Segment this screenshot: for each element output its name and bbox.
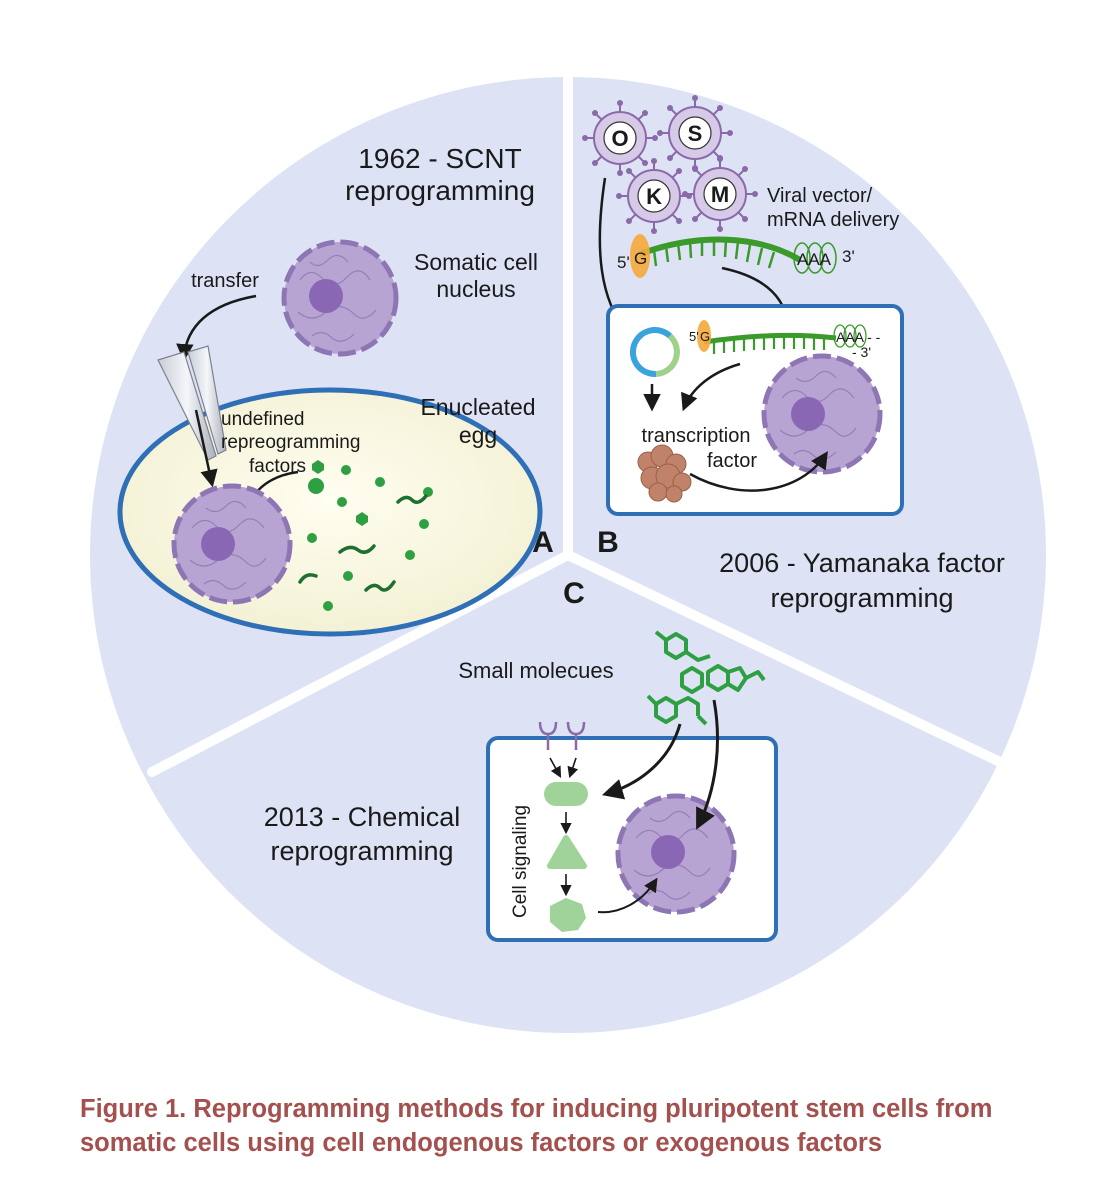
somatic-label-line1: Somatic cell (414, 249, 538, 275)
viral-vector-line1: Viral vector/ (767, 185, 873, 207)
tf-to-nucleus-arrow (689, 451, 828, 492)
signal-to-nucleus-arrow (597, 877, 658, 914)
transferred-nucleus (171, 483, 293, 605)
mrna-translation-arrow (681, 362, 741, 412)
pipette-arrow (194, 409, 218, 488)
molecule-to-nucleus-arrow (696, 699, 719, 830)
receptor-arrow-2 (567, 757, 579, 779)
five-prime-label: 5' (617, 253, 630, 272)
virus-o-label: O (611, 126, 628, 151)
signal-molecule-1 (544, 782, 588, 806)
reprogramming-diagram: 1962 - SCNT reprogramming Somatic cell n… (90, 67, 1046, 1033)
panel-c-letter: C (563, 577, 585, 610)
virus-s: S (656, 94, 734, 172)
panel-b-title-line1: 2006 - Yamanaka factor (719, 548, 1005, 578)
molecule-to-signal-arrow (601, 723, 682, 800)
viral-vector-line2: mRNA delivery (767, 209, 899, 231)
three-prime-label: 3' (842, 247, 855, 266)
virus-s-label: S (688, 121, 703, 146)
virus-k-label: K (646, 184, 662, 209)
egg-label-line2: egg (459, 422, 497, 448)
box-five-prime-label: 5' (689, 329, 699, 344)
panel-c-title-line1: 2013 - Chemical (264, 802, 461, 832)
reprogramming-rna (298, 494, 428, 592)
cap-g-label: G (634, 249, 647, 268)
virus-m-label: M (711, 182, 729, 207)
transfer-arrow (176, 294, 257, 362)
panel-a-letter: A (532, 526, 554, 559)
cell-signaling-label: Cell signaling (510, 805, 531, 918)
panel-b-letter: B (597, 526, 619, 559)
box-three-prime-label: - 3' (852, 344, 871, 360)
virus-m: M (681, 155, 759, 233)
panel-a: 1962 - SCNT reprogramming Somatic cell n… (117, 143, 554, 637)
panel-c-title-line2: reprogramming (270, 836, 453, 866)
egg-label-line1: Enucleated (420, 394, 535, 420)
mrna-cap (630, 234, 650, 278)
internal-mrna (697, 320, 867, 354)
pie-dividers (147, 67, 1005, 777)
undefined-factors-line3: factors (249, 456, 306, 477)
transfer-label: transfer (191, 270, 259, 292)
cell-receptors (538, 721, 586, 750)
virus-o: O (581, 99, 659, 177)
undefined-factors-line1: undefined (221, 409, 304, 430)
panel-a-title-line1: 1962 - SCNT (358, 143, 521, 174)
plasmid (629, 327, 680, 378)
tf-label-line2: factor (707, 450, 757, 472)
chemical-cell (615, 793, 737, 915)
somatic-nucleus (309, 279, 343, 313)
panel-c: C Small molecues Cell (264, 577, 778, 942)
virus-k: K (615, 157, 693, 235)
small-molecules-label: Small molecues (458, 658, 613, 683)
somatic-label-line2: nucleus (436, 276, 515, 302)
undefined-factors-line2: repreogramming (221, 432, 360, 453)
panel-a-title-line2: reprogramming (345, 175, 535, 206)
receptor-arrow-1 (549, 757, 562, 778)
box-cap-g-label: G (700, 329, 710, 344)
small-molecule-structures (646, 630, 766, 726)
poly-a-label: AAA (797, 250, 832, 269)
panel-b-title-line2: reprogramming (770, 583, 953, 613)
somatic-cell (281, 239, 399, 357)
panel-b: O S K M Viral vector/ mRNA delivery (581, 94, 1005, 613)
internal-mrna-cap (697, 320, 711, 352)
tf-label-line1: transcription (642, 425, 751, 447)
transcription-factor-protein (637, 444, 692, 503)
signal-molecule-2 (547, 835, 587, 869)
mrna-strand (630, 234, 837, 278)
box-poly-a-label: AAA - - (836, 329, 881, 345)
signal-molecule-3 (550, 898, 586, 932)
yamanaka-cell (761, 353, 883, 475)
figure-caption: Figure 1. Reprogramming methods for indu… (80, 1095, 993, 1157)
